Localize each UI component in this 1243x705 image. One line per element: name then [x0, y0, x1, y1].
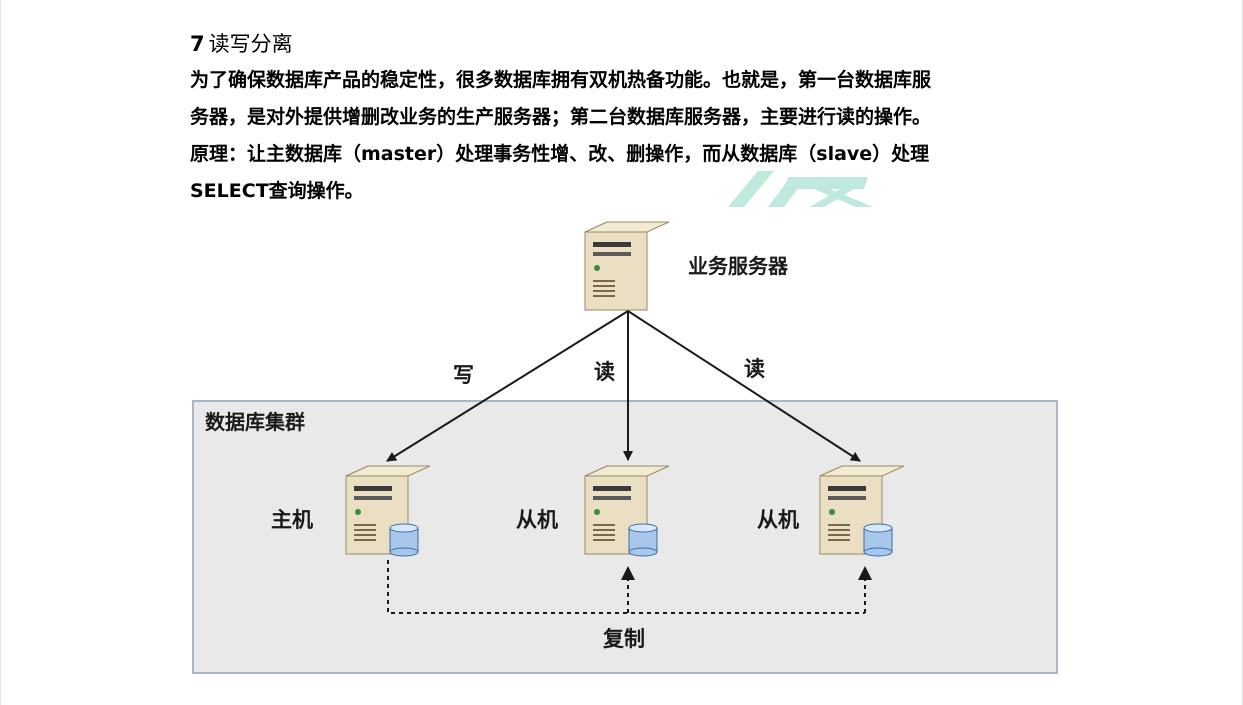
read-arrow-2	[627, 310, 861, 462]
replication-paths	[387, 560, 866, 614]
slave-1-label: 从机	[516, 508, 558, 532]
left-border	[0, 0, 1, 705]
watermark-logo	[728, 171, 873, 207]
description-paragraph: 为了确保数据库产品的稳定性，很多数据库拥有双机热备功能。也就是，第一台数据库服 …	[190, 62, 1070, 210]
read-label-1: 读	[594, 360, 615, 384]
slave-2-label: 从机	[757, 508, 799, 532]
app-server-label: 业务服务器	[688, 254, 789, 278]
master-label: 主机	[271, 508, 313, 532]
paragraph-line: SELECT查询操作。	[190, 180, 364, 202]
master-db-icon	[389, 523, 419, 557]
read-label-2: 读	[744, 357, 765, 381]
paragraph-line: 原理：让主数据库（master）处理事务性增、改、删操作，而从数据库（slave…	[190, 143, 930, 165]
paragraph-line: 务器，是对外提供增删改业务的生产服务器；第二台数据库服务器，主要进行读的操作。	[190, 106, 932, 128]
cluster-label: 数据库集群	[205, 410, 305, 434]
replication-label: 复制	[602, 627, 645, 651]
section-title: 读写分离	[208, 32, 293, 56]
write-label: 写	[453, 363, 474, 387]
replication-arrowhead-1	[621, 566, 635, 580]
paragraph-line: 为了确保数据库产品的稳定性，很多数据库拥有双机热备功能。也就是，第一台数据库服	[190, 69, 932, 91]
replication-arrowhead-2	[858, 566, 872, 580]
slave-2-db-icon	[863, 523, 893, 557]
app-server-icon	[584, 221, 670, 311]
write-arrow	[386, 310, 629, 462]
slave-1-db-icon	[628, 523, 658, 557]
section-number: 7	[190, 32, 205, 56]
